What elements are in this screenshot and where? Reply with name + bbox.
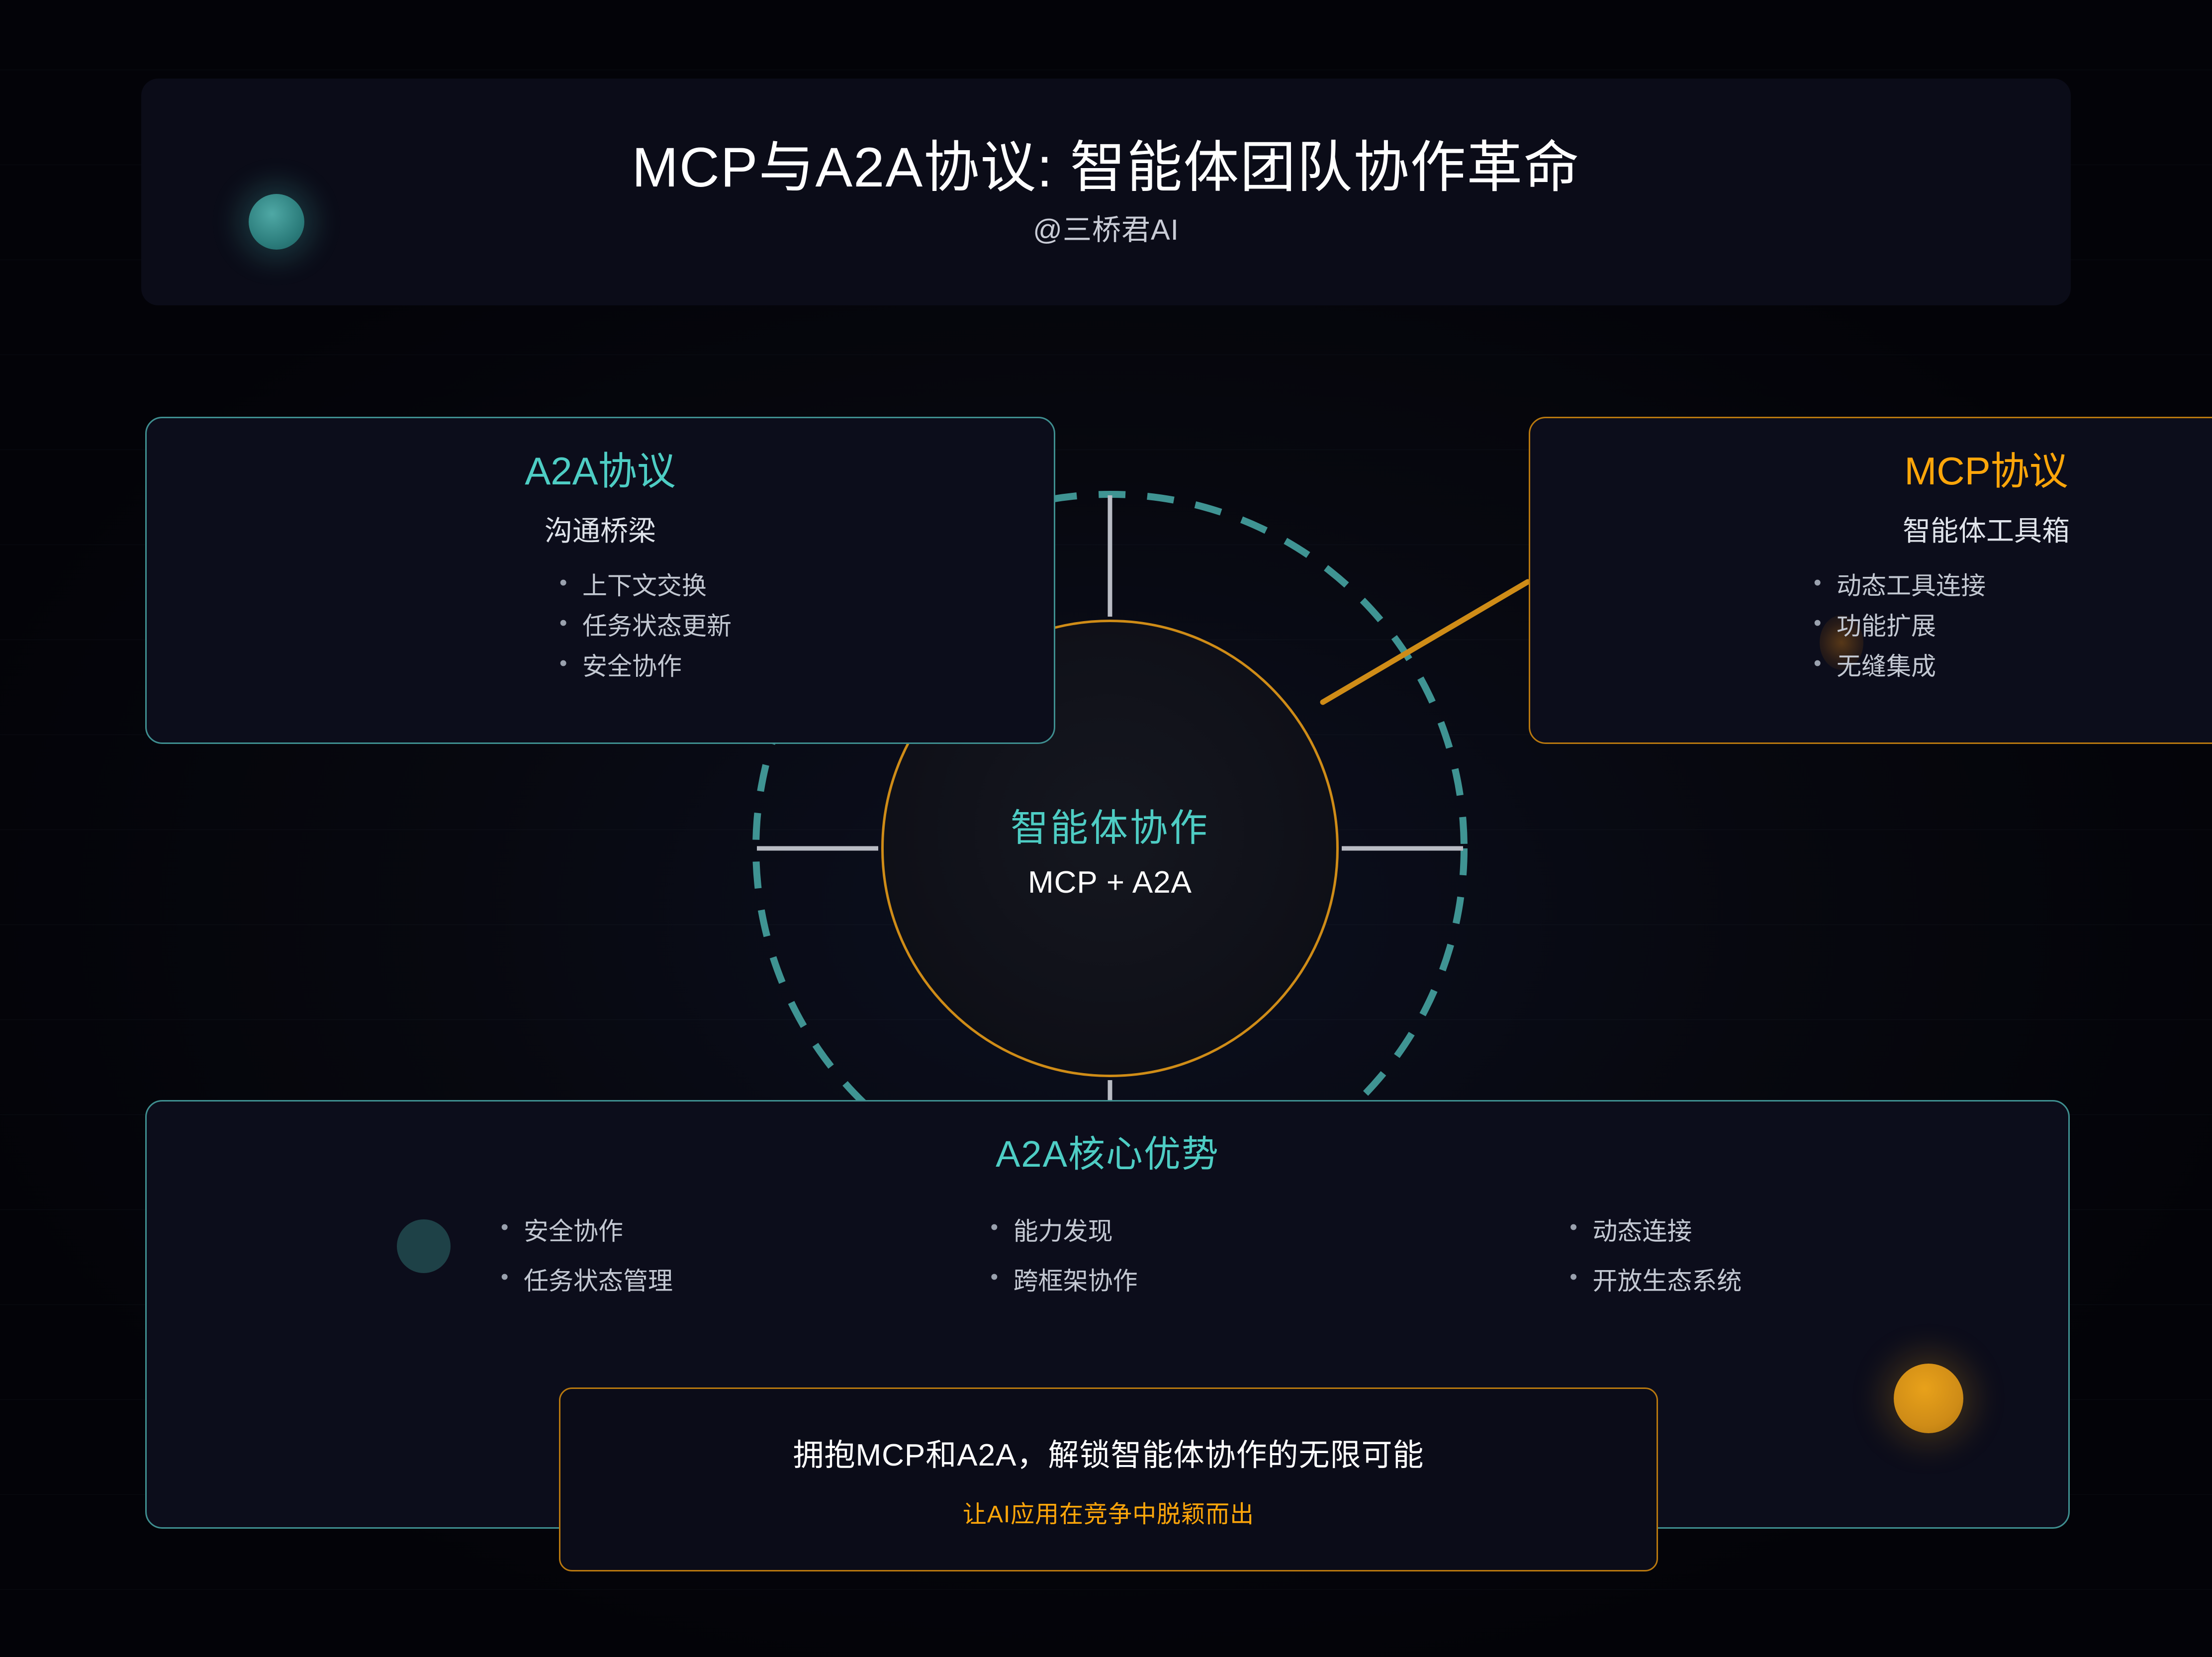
list-item: 动态工具连接 bbox=[1809, 565, 2212, 606]
advantages-column-1: 安全协作 任务状态管理 bbox=[216, 1205, 811, 1306]
page-title: MCP与A2A协议: 智能体团队协作革命 bbox=[632, 136, 1580, 199]
list-item: 动态连接 bbox=[1564, 1205, 1999, 1256]
cta-sub-text: 让AI应用在竞争中脱颖而出 bbox=[962, 1501, 1255, 1528]
list-item: 无缝集成 bbox=[1809, 645, 2212, 687]
list-item: 任务状态管理 bbox=[495, 1255, 811, 1306]
list-item: 功能扩展 bbox=[1809, 605, 2212, 646]
teal-dark-dot-icon bbox=[397, 1219, 451, 1273]
advantages-column-2: 能力发现 跨框架协作 bbox=[811, 1205, 1405, 1306]
mcp-protocol-card[interactable]: MCP协议 智能体工具箱 动态工具连接 功能扩展 无缝集成 bbox=[1529, 417, 2212, 744]
mcp-feature-list: 动态工具连接 功能扩展 无缝集成 bbox=[1809, 565, 2212, 687]
teal-accent-dot-icon bbox=[249, 194, 304, 250]
list-item: 开放生态系统 bbox=[1564, 1255, 1999, 1306]
connector-mcp bbox=[1320, 579, 1531, 705]
mcp-card-subtitle: 智能体工具箱 bbox=[1903, 515, 2070, 547]
advantages-list-2: 能力发现 跨框架协作 bbox=[985, 1205, 1405, 1306]
advantages-list-3: 动态连接 开放生态系统 bbox=[1564, 1205, 1999, 1306]
a2a-feature-list: 上下文交换 任务状态更新 安全协作 bbox=[554, 565, 1054, 687]
mcp-card-title: MCP协议 bbox=[1904, 449, 2068, 493]
a2a-card-title: A2A协议 bbox=[525, 449, 676, 493]
list-item: 安全协作 bbox=[554, 645, 1054, 687]
advantages-column-3: 动态连接 开放生态系统 bbox=[1404, 1205, 1999, 1306]
list-item: 跨框架协作 bbox=[985, 1255, 1405, 1306]
title-card: MCP与A2A协议: 智能体团队协作革命 @三桥君AI bbox=[141, 79, 2071, 305]
hub-title: 智能体协作 bbox=[1011, 807, 1209, 849]
grid-line bbox=[0, 1589, 2212, 1590]
list-item: 任务状态更新 bbox=[554, 605, 1054, 646]
cta-main-text: 拥抱MCP和A2A，解锁智能体协作的无限可能 bbox=[793, 1438, 1424, 1473]
list-item: 上下文交换 bbox=[554, 565, 1054, 606]
advantages-list-1: 安全协作 任务状态管理 bbox=[495, 1205, 811, 1306]
hub-subtitle: MCP + A2A bbox=[1027, 865, 1193, 900]
advantages-columns: 安全协作 任务状态管理 能力发现 跨框架协作 动态连接 开放生态系统 bbox=[147, 1205, 2068, 1306]
orange-accent-dot-icon bbox=[1894, 1364, 1963, 1433]
a2a-protocol-card[interactable]: A2A协议 沟通桥梁 上下文交换 任务状态更新 安全协作 bbox=[145, 417, 1055, 744]
a2a-card-subtitle: 沟通桥梁 bbox=[545, 515, 656, 547]
list-item: 能力发现 bbox=[985, 1205, 1405, 1256]
call-to-action-box[interactable]: 拥抱MCP和A2A，解锁智能体协作的无限可能 让AI应用在竞争中脱颖而出 bbox=[559, 1387, 1658, 1571]
list-item: 安全协作 bbox=[495, 1205, 811, 1256]
advantages-title: A2A核心优势 bbox=[996, 1133, 1219, 1175]
page-subtitle: @三桥君AI bbox=[1033, 213, 1179, 246]
